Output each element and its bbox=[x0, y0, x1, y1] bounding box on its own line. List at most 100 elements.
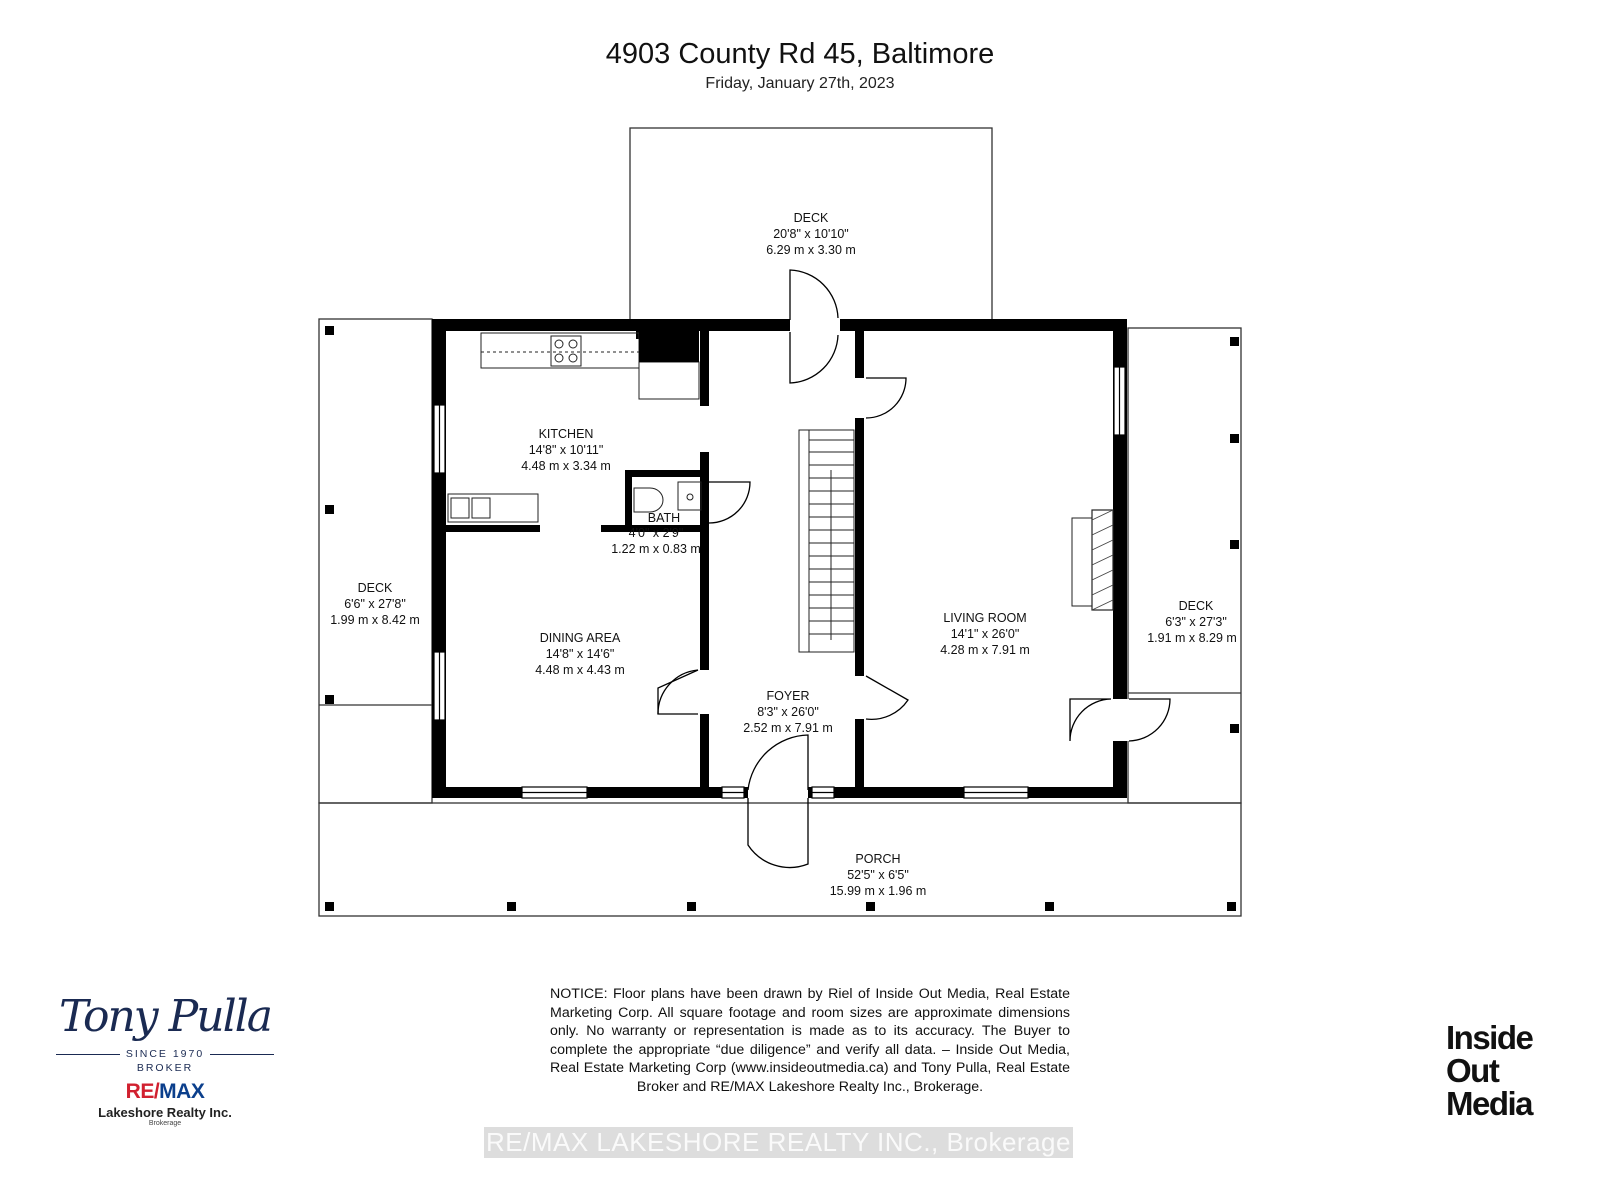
post bbox=[325, 326, 334, 335]
deck-left-outline bbox=[318, 318, 433, 804]
porch-imperial: 52'5" x 6'5" bbox=[847, 868, 909, 882]
door-living-deck-a bbox=[1069, 698, 1112, 742]
post bbox=[1227, 902, 1236, 911]
deck-top-metric: 6.29 m x 3.30 m bbox=[766, 243, 856, 257]
kitchen-name: KITCHEN bbox=[539, 427, 594, 441]
deck-left-imperial: 6'6" x 27'8" bbox=[344, 597, 406, 611]
broker-role: BROKER bbox=[136, 1062, 194, 1074]
opening-front-door bbox=[748, 784, 808, 801]
deck-top-name: DECK bbox=[794, 211, 829, 225]
logo-line-2: Out bbox=[1446, 1052, 1500, 1089]
openings bbox=[540, 316, 1129, 801]
wall-left bbox=[432, 319, 446, 796]
porch-name: PORCH bbox=[855, 852, 900, 866]
living-name: LIVING ROOM bbox=[943, 611, 1026, 625]
opening-living-top bbox=[853, 378, 866, 418]
fireplace bbox=[1071, 509, 1114, 611]
foyer-name: FOYER bbox=[766, 689, 809, 703]
post bbox=[1230, 724, 1239, 733]
divider bbox=[55, 1053, 120, 1055]
bath-fixtures bbox=[633, 481, 702, 513]
remax-part2: MAX bbox=[159, 1080, 205, 1103]
watermark: RE/MAX LAKESHORE REALTY INC., Brokerage bbox=[484, 1127, 1073, 1158]
living-imperial: 14'1" x 26'0" bbox=[951, 627, 1020, 641]
kitchen-cabinet-dark bbox=[639, 331, 699, 362]
bath-imperial: 4'0" x 2'9" bbox=[629, 526, 684, 540]
wall-right bbox=[1113, 319, 1127, 796]
door-deck-inner bbox=[789, 332, 839, 384]
post bbox=[325, 695, 334, 704]
kitchen-counter-top bbox=[480, 332, 640, 369]
firebox-hatch bbox=[1091, 509, 1114, 611]
broker-logo: Tony Pulla SINCE 1970 BROKER RE/MAX Lake… bbox=[50, 990, 280, 1127]
opening-dining bbox=[540, 524, 601, 533]
inside-out-media-logo: Inside Out Media bbox=[1446, 1019, 1534, 1122]
deck-right-name: DECK bbox=[1179, 599, 1214, 613]
dining-metric: 4.48 m x 4.43 m bbox=[535, 663, 625, 677]
kitchen-imperial: 14'8" x 10'11" bbox=[529, 443, 604, 457]
post bbox=[325, 505, 334, 514]
page-title: 4903 County Rd 45, Baltimore bbox=[605, 38, 995, 70]
burner bbox=[568, 339, 578, 349]
stove bbox=[550, 335, 582, 367]
wall-kitchen-foyer-top bbox=[700, 319, 709, 406]
signature-logo: Tony Pulla bbox=[59, 991, 273, 1042]
door-living-bottom bbox=[865, 675, 909, 721]
doors bbox=[657, 269, 1171, 869]
door-front-inner bbox=[747, 734, 809, 791]
porch-metric: 15.99 m x 1.96 m bbox=[830, 884, 927, 898]
post bbox=[1045, 902, 1054, 911]
post bbox=[1230, 434, 1239, 443]
post bbox=[325, 902, 334, 911]
deck-posts bbox=[325, 326, 1239, 911]
deck-right-imperial: 6'3" x 27'3" bbox=[1165, 615, 1227, 629]
dining-imperial: 14'8" x 14'6" bbox=[546, 647, 615, 661]
stair-rail bbox=[798, 429, 810, 653]
remax-logo: RE/MAX bbox=[50, 1080, 280, 1104]
deck-left-metric: 1.99 m x 8.42 m bbox=[330, 613, 420, 627]
door-living-top bbox=[865, 377, 907, 419]
divider bbox=[210, 1053, 275, 1055]
deck-left-name: DECK bbox=[358, 581, 393, 595]
wall-bath-left bbox=[625, 470, 632, 529]
deck-top-imperial: 20'8" x 10'10" bbox=[773, 227, 849, 241]
post bbox=[687, 902, 696, 911]
fridge bbox=[638, 361, 700, 400]
bath-name: BATH bbox=[648, 511, 680, 525]
toilet bbox=[633, 487, 664, 513]
foyer-metric: 2.52 m x 7.91 m bbox=[743, 721, 833, 735]
wall-foyer-living bbox=[855, 319, 864, 788]
door-dining-foyer bbox=[657, 669, 699, 715]
deck-right-metric: 1.91 m x 8.29 m bbox=[1147, 631, 1237, 645]
wall-bath-top bbox=[625, 470, 705, 477]
opening-living-deck bbox=[1111, 699, 1129, 741]
living-metric: 4.28 m x 7.91 m bbox=[940, 643, 1030, 657]
porch-outline bbox=[318, 802, 1242, 917]
opening-dining-foyer bbox=[698, 670, 711, 714]
wall-kitchen-dining-b bbox=[600, 525, 700, 532]
remax-part1: RE/ bbox=[125, 1080, 160, 1103]
burner bbox=[568, 353, 578, 363]
stairs bbox=[798, 429, 855, 653]
company-sub: Brokerage bbox=[148, 1120, 182, 1127]
post bbox=[866, 902, 875, 911]
door-deck bbox=[789, 269, 839, 320]
door-front bbox=[747, 798, 809, 869]
kitchen-metric: 4.48 m x 3.34 m bbox=[521, 459, 611, 473]
foyer-imperial: 8'3" x 26'0" bbox=[757, 705, 819, 719]
kitchen-counter-left bbox=[447, 493, 539, 523]
burner bbox=[554, 339, 564, 349]
since-label: SINCE 1970 bbox=[125, 1048, 205, 1060]
page-date: Friday, January 27th, 2023 bbox=[705, 75, 895, 92]
wall-kitchen-foyer bbox=[700, 452, 709, 788]
logo-line-1: Inside bbox=[1446, 1019, 1534, 1056]
bath-sink bbox=[677, 481, 702, 511]
wall-kitchen-dining-a bbox=[446, 525, 541, 532]
post bbox=[507, 902, 516, 911]
logo-line-3: Media bbox=[1446, 1085, 1534, 1122]
hearth bbox=[1071, 517, 1093, 607]
deck-right-outline bbox=[1127, 327, 1242, 804]
since-row: SINCE 1970 bbox=[50, 1048, 280, 1060]
opening-deck-door bbox=[790, 316, 840, 334]
